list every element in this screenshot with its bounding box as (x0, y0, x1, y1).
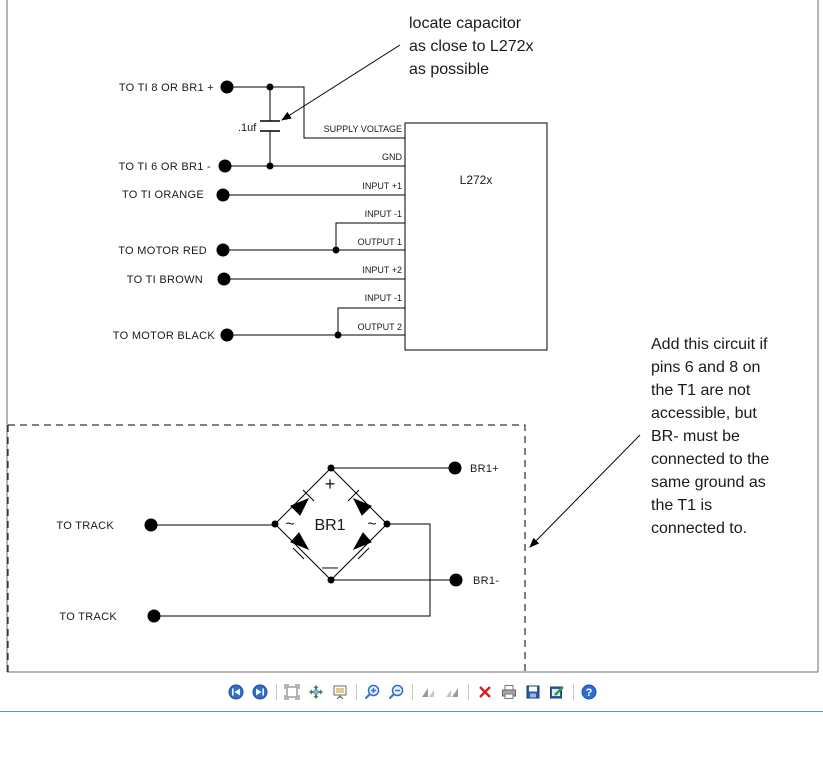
full-screen-button[interactable] (331, 683, 349, 701)
terminal-label-t5: TO TI BROWN (127, 274, 203, 286)
next-page-button[interactable] (251, 683, 269, 701)
zoom-out-icon (388, 684, 404, 700)
bridge-wires (151, 467, 456, 617)
print-icon (502, 685, 516, 699)
note-right-line-6: connected to the (651, 451, 769, 468)
note-top-line-2: as close to L272x (409, 38, 534, 55)
note-right-line-1: Add this circuit if (651, 336, 768, 353)
schematic-diagram: L272x SUPPLY VOLTAGE GND INPUT +1 INPUT … (6, 0, 819, 673)
viewer-toolbar: ? (0, 680, 823, 704)
l272x-chip: L272x (404, 122, 548, 351)
rotate-right-button[interactable] (443, 683, 461, 701)
pin-out2-label: OUTPUT 2 (358, 322, 402, 332)
pin-in1-label: INPUT +1 (362, 181, 402, 191)
viewer-frame (6, 0, 819, 673)
pin-in1n-label: INPUT -1 (365, 209, 402, 219)
bridge-rectifier: BR1 + — ~ ~ (274, 467, 388, 581)
pin-labels: SUPPLY VOLTAGE GND INPUT +1 INPUT -1 OUT… (324, 124, 403, 332)
edit-button[interactable] (548, 683, 566, 701)
edit-icon (550, 686, 564, 699)
bottom-divider (0, 711, 823, 712)
help-button[interactable]: ? (580, 683, 598, 701)
wires (223, 86, 405, 336)
capacitor-label: .1uf (238, 122, 257, 134)
bridge-plus-symbol: + (325, 474, 336, 494)
close-button[interactable] (476, 683, 494, 701)
fit-page-icon (284, 684, 300, 700)
rotate-left-icon (422, 688, 434, 697)
chip-label: L272x (460, 173, 493, 187)
save-button[interactable] (524, 683, 542, 701)
track-label-2: TO TRACK (59, 611, 117, 623)
bridge-ac-right-symbol: ~ (367, 516, 376, 533)
terminal-label-t4: TO MOTOR RED (118, 245, 207, 257)
pan-icon (309, 685, 323, 699)
terminal-labels: TO TI 8 OR BR1 + TO TI 6 OR BR1 - TO TI … (113, 82, 216, 342)
br-minus-label: BR1- (473, 575, 499, 587)
print-button[interactable] (500, 683, 518, 701)
note-right-line-2: pins 6 and 8 on (651, 359, 760, 376)
save-icon (526, 685, 540, 699)
note-right-line-4: accessible, but (651, 405, 757, 422)
help-icon: ? (581, 684, 597, 700)
bridge-dots (144, 461, 463, 623)
zoom-in-icon (364, 684, 380, 700)
previous-page-icon (228, 684, 244, 700)
pin-in2n-label: INPUT -1 (365, 293, 402, 303)
terminal-label-t6: TO MOTOR BLACK (113, 330, 216, 342)
bridge-dashed-box (7, 424, 526, 672)
rotate-left-button[interactable] (419, 683, 437, 701)
track-label-1: TO TRACK (56, 520, 114, 532)
bridge-labels: BR1+ BR1- TO TRACK TO TRACK (56, 463, 499, 623)
terminal-dots (216, 80, 234, 342)
terminal-label-t3: TO TI ORANGE (122, 189, 204, 201)
zoom-in-button[interactable] (363, 683, 381, 701)
note-right-line-3: the T1 are not (651, 382, 751, 399)
br-plus-label: BR1+ (470, 463, 499, 475)
note-right-line-9: connected to. (651, 520, 747, 537)
terminal-label-t2: TO TI 6 OR BR1 - (119, 161, 211, 173)
rotate-right-icon (446, 688, 458, 697)
bridge-note: Add this circuit if pins 6 and 8 on the … (529, 336, 769, 548)
zoom-out-button[interactable] (387, 683, 405, 701)
terminal-label-t1: TO TI 8 OR BR1 + (119, 82, 214, 94)
next-page-icon (252, 684, 268, 700)
fit-page-button[interactable] (283, 683, 301, 701)
pin-out1-label: OUTPUT 1 (358, 237, 402, 247)
capacitor: .1uf (238, 120, 280, 134)
note-right-line-8: the T1 is (651, 497, 712, 514)
pin-gnd-label: GND (382, 152, 403, 162)
junction-dots (266, 83, 342, 339)
close-icon (479, 686, 491, 698)
pin-in2-label: INPUT +2 (362, 265, 402, 275)
previous-page-button[interactable] (227, 683, 245, 701)
pan-button[interactable] (307, 683, 325, 701)
note-top-line-1: locate capacitor (409, 15, 522, 32)
note-right-line-7: same ground as (651, 474, 766, 491)
full-screen-icon (333, 685, 347, 700)
capacitor-note: locate capacitor as close to L272x as po… (281, 15, 534, 121)
svg-text:?: ? (586, 687, 593, 699)
bridge-ac-left-symbol: ~ (285, 516, 294, 533)
note-right-line-5: BR- must be (651, 428, 740, 445)
bridge-name: BR1 (314, 517, 345, 534)
bridge-minus-symbol: — (322, 559, 338, 576)
pin-supply-label: SUPPLY VOLTAGE (324, 124, 402, 134)
document-viewer: L272x SUPPLY VOLTAGE GND INPUT +1 INPUT … (6, 0, 819, 673)
note-top-line-3: as possible (409, 61, 489, 78)
